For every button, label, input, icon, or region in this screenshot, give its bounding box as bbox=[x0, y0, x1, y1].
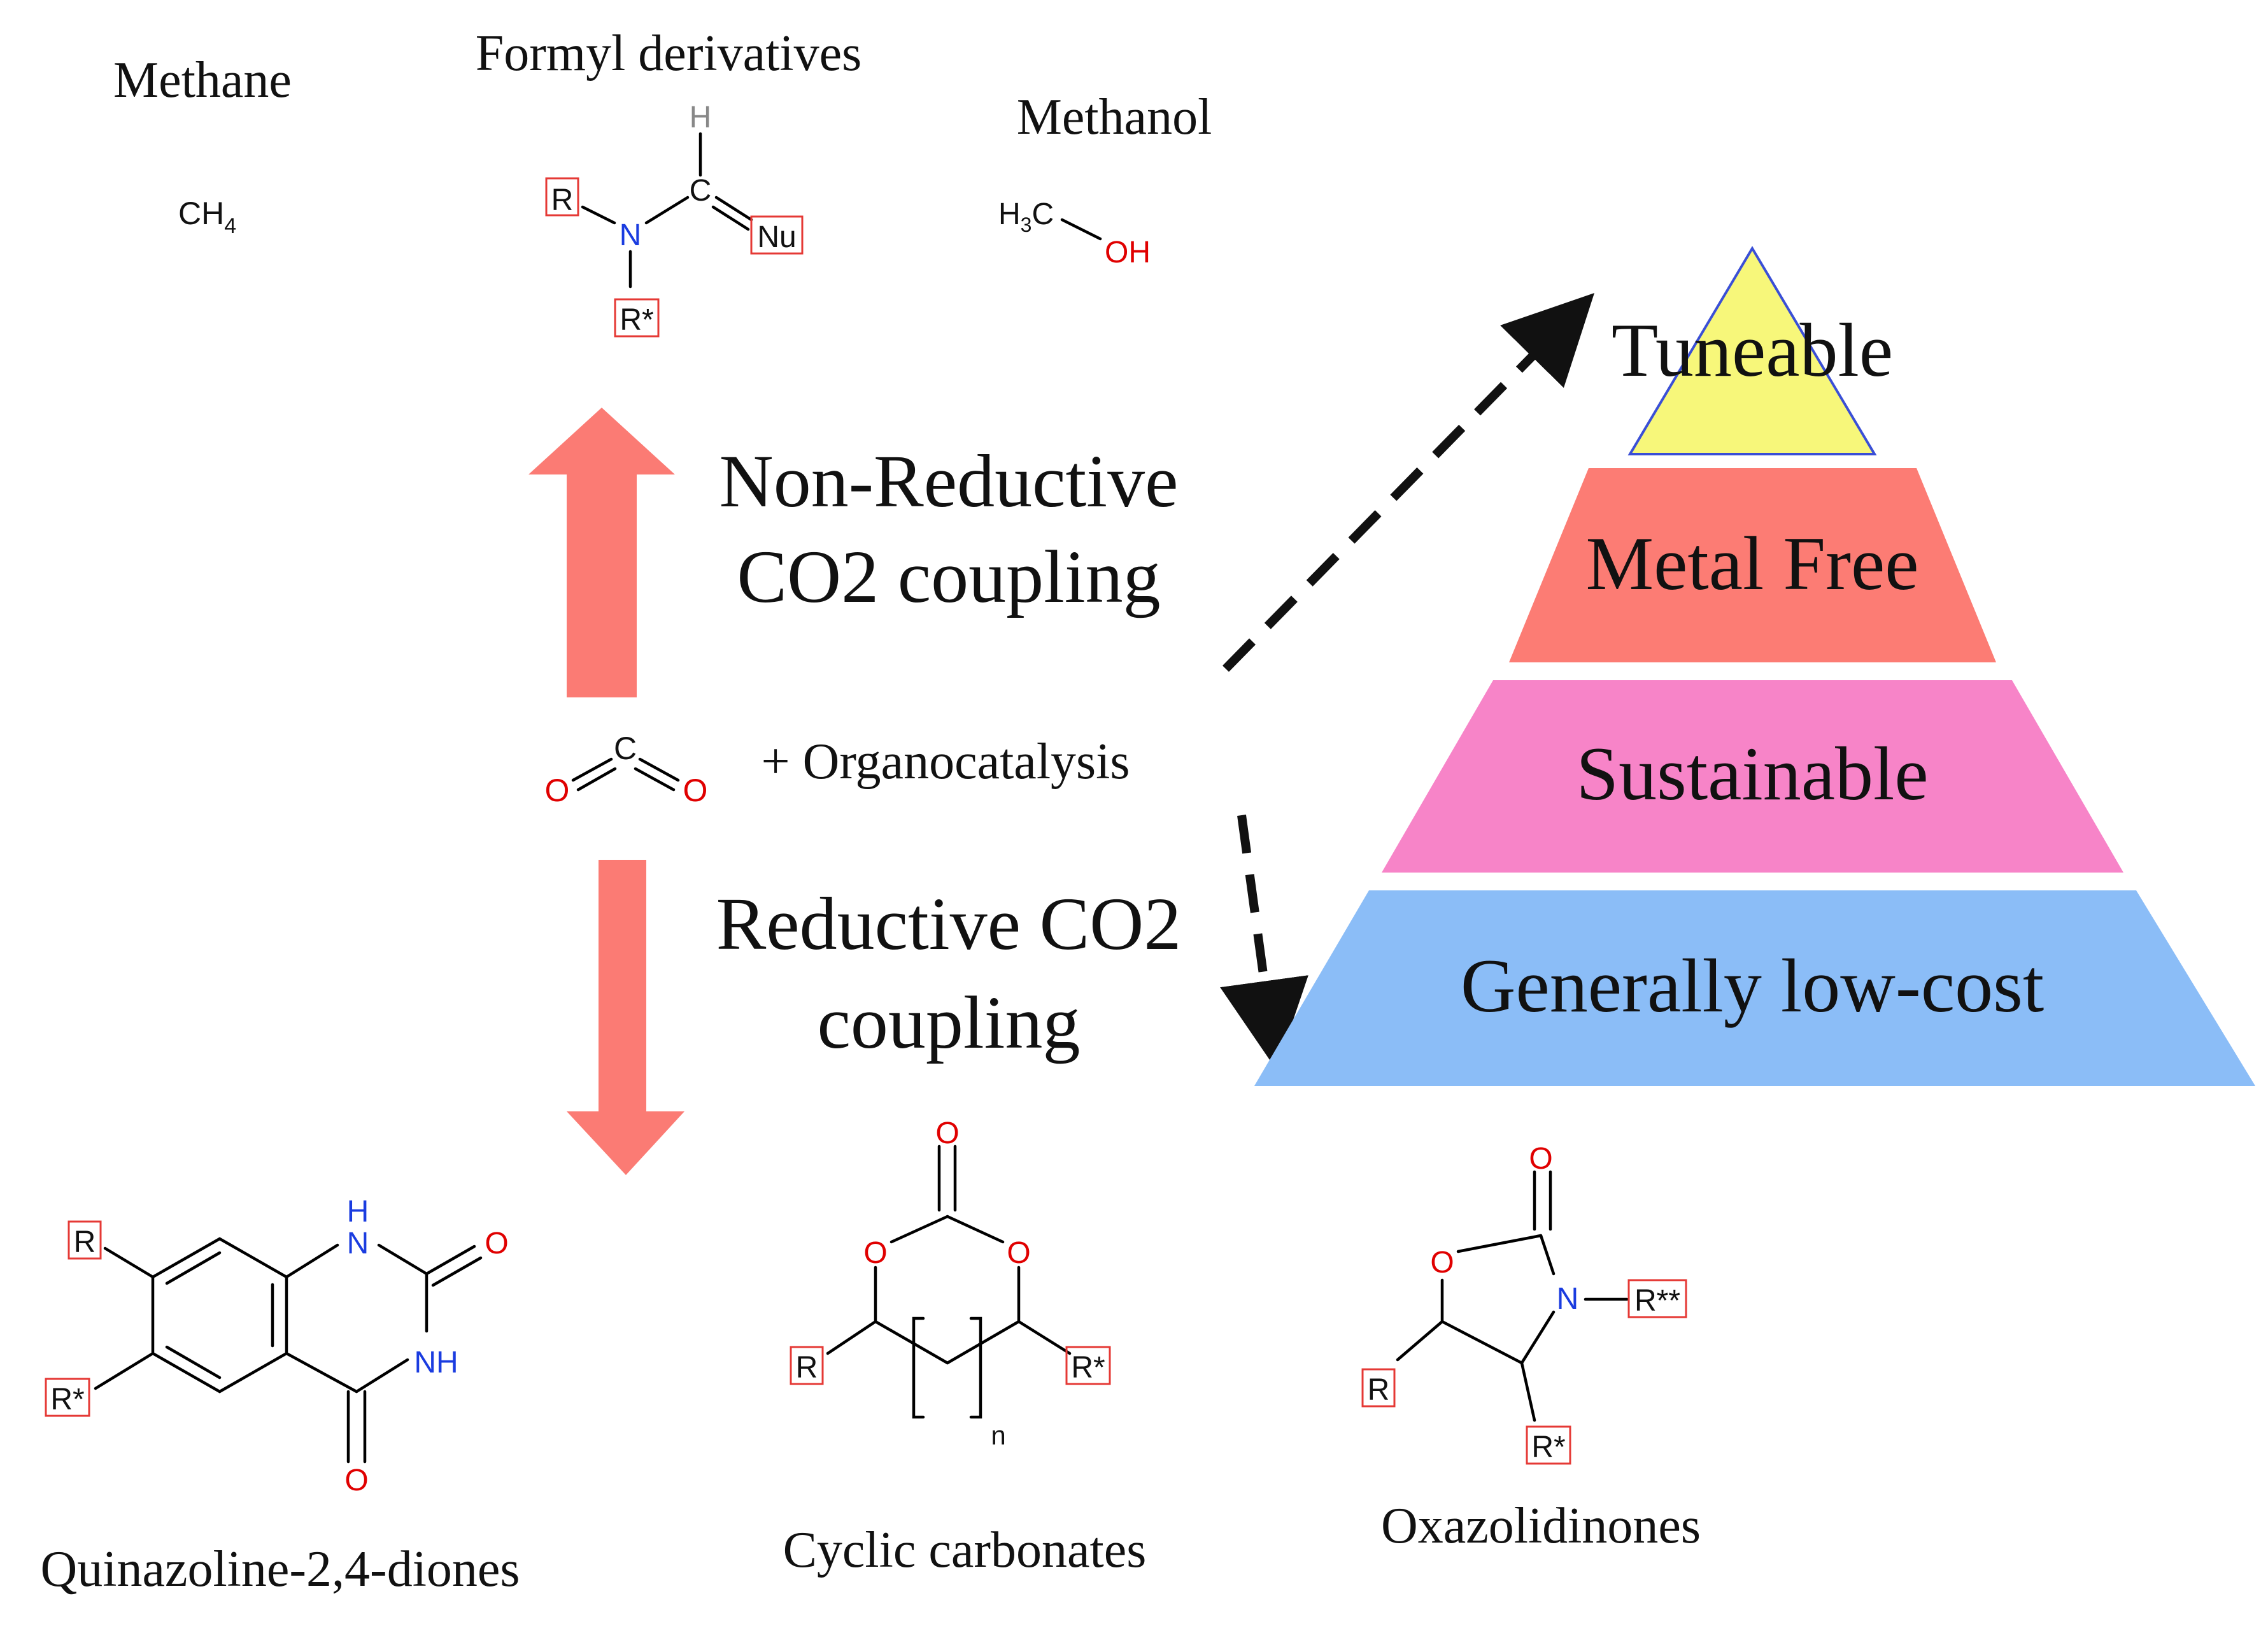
quinazoline-structure: H N NH O O R R* bbox=[45, 1195, 509, 1497]
oxazolidinone-r-star-group: R* bbox=[1531, 1430, 1565, 1464]
reductive-label-line1: Reductive CO2 bbox=[716, 882, 1182, 966]
pyramid-tier-metal-free bbox=[1509, 468, 1996, 662]
pyramid-tier-low-cost bbox=[1254, 890, 2255, 1086]
cyclic-carbonates-label: Cyclic carbonates bbox=[783, 1522, 1147, 1578]
non-reductive-label-line2: CO2 coupling bbox=[737, 535, 1160, 618]
quinazoline-label: Quinazoline-2,4-diones bbox=[40, 1541, 520, 1597]
methanol-label: Methanol bbox=[1017, 89, 1212, 145]
pyramid-label-tuneable: Tuneable bbox=[1612, 308, 1893, 392]
co2-molecule: O C O bbox=[545, 731, 708, 808]
oxazolidinone-r-double-star-box bbox=[1627, 1279, 1687, 1318]
formyl-derivatives-label: Formyl derivatives bbox=[476, 25, 862, 82]
pyramid-tier-tuneable bbox=[1627, 246, 1877, 455]
reductive-label-line2: coupling bbox=[818, 981, 1081, 1064]
methanol-group: Methanol H3C OH bbox=[998, 89, 1212, 269]
oxazolidinone-r-double-star-group: R** bbox=[1634, 1284, 1680, 1318]
formyl-nu-box bbox=[750, 215, 804, 255]
oxazolidinone-o-ring: O bbox=[1430, 1246, 1454, 1280]
quinazoline-o-atom-2: O bbox=[344, 1464, 368, 1497]
co2-o-right: O bbox=[683, 773, 708, 808]
formyl-r-group: R bbox=[551, 183, 574, 217]
formyl-derivatives-group: Formyl derivatives H C N R R* Nu bbox=[476, 25, 862, 338]
carbonate-r-star-box bbox=[1065, 1346, 1111, 1385]
formyl-r-star-box bbox=[614, 298, 660, 338]
methanol-oh: OH bbox=[1105, 236, 1151, 269]
carbonate-n-subscript: n bbox=[991, 1420, 1005, 1450]
formyl-nu-group: Nu bbox=[757, 220, 796, 254]
oxazolidinones-label: Oxazolidinones bbox=[1381, 1498, 1701, 1554]
carbonate-r-group: R bbox=[796, 1351, 818, 1385]
pyramid-tier-sustainable bbox=[1382, 680, 2123, 873]
dashed-arrow-to-tuneable bbox=[1223, 293, 1595, 672]
oxazolidinone-structure: O O N R** R R* bbox=[1361, 1142, 1687, 1465]
methanol-h3c: H3C bbox=[998, 197, 1054, 236]
quinazoline-h-atom: H bbox=[347, 1195, 369, 1229]
quinazoline-o-atom-1: O bbox=[485, 1227, 508, 1260]
quinazoline-n-atom: N bbox=[347, 1227, 369, 1260]
reductive-arrow-down bbox=[567, 860, 684, 1175]
co2-o-left: O bbox=[545, 773, 570, 808]
pyramid: Tuneable Metal Free Sustainable Generall… bbox=[1254, 246, 2255, 1086]
organocatalysis-label: + Organocatalysis bbox=[761, 734, 1130, 790]
carbonate-o-left: O bbox=[863, 1236, 887, 1270]
carbonate-o-top: O bbox=[935, 1116, 959, 1150]
methane-group: Methane CH4 bbox=[113, 52, 292, 238]
oxazolidinone-r-group: R bbox=[1368, 1373, 1390, 1407]
pyramid-label-sustainable: Sustainable bbox=[1576, 731, 1928, 816]
methane-label: Methane bbox=[113, 52, 292, 108]
formyl-c-atom: C bbox=[690, 174, 712, 208]
oxazolidinone-n-atom: N bbox=[1557, 1282, 1579, 1316]
carbonate-r-star-group: R* bbox=[1071, 1351, 1105, 1385]
formyl-r-box bbox=[545, 177, 579, 217]
carbonate-r-box bbox=[790, 1346, 824, 1385]
quinazoline-r-star-box bbox=[45, 1378, 90, 1417]
quinazoline-r-star-group: R* bbox=[50, 1383, 84, 1416]
oxazolidinone-r-box bbox=[1361, 1368, 1396, 1408]
methane-formula: CH4 bbox=[178, 196, 236, 238]
quinazoline-r-group: R bbox=[74, 1225, 96, 1259]
pyramid-label-metal-free: Metal Free bbox=[1585, 521, 1918, 606]
cyclic-carbonate-structure: O O O n R R* bbox=[790, 1116, 1111, 1450]
quinazoline-nh-atom: NH bbox=[414, 1346, 458, 1380]
non-reductive-arrow-up bbox=[528, 408, 675, 697]
formyl-r-star-group: R* bbox=[620, 303, 653, 337]
oxazolidinone-r-star-box bbox=[1526, 1425, 1571, 1465]
quinazoline-r-box bbox=[67, 1220, 102, 1260]
pyramid-label-low-cost: Generally low-cost bbox=[1461, 943, 2044, 1028]
formyl-h-atom: H bbox=[690, 101, 712, 134]
dashed-arrow-to-low-cost bbox=[1220, 815, 1308, 1070]
co2-c: C bbox=[614, 731, 637, 766]
oxazolidinone-o-top: O bbox=[1529, 1142, 1552, 1176]
non-reductive-label-line1: Non-Reductive bbox=[719, 439, 1179, 523]
formyl-n-atom: N bbox=[620, 218, 642, 252]
carbonate-o-right: O bbox=[1007, 1236, 1030, 1270]
formyl-structure: H C N R R* Nu bbox=[545, 101, 804, 338]
